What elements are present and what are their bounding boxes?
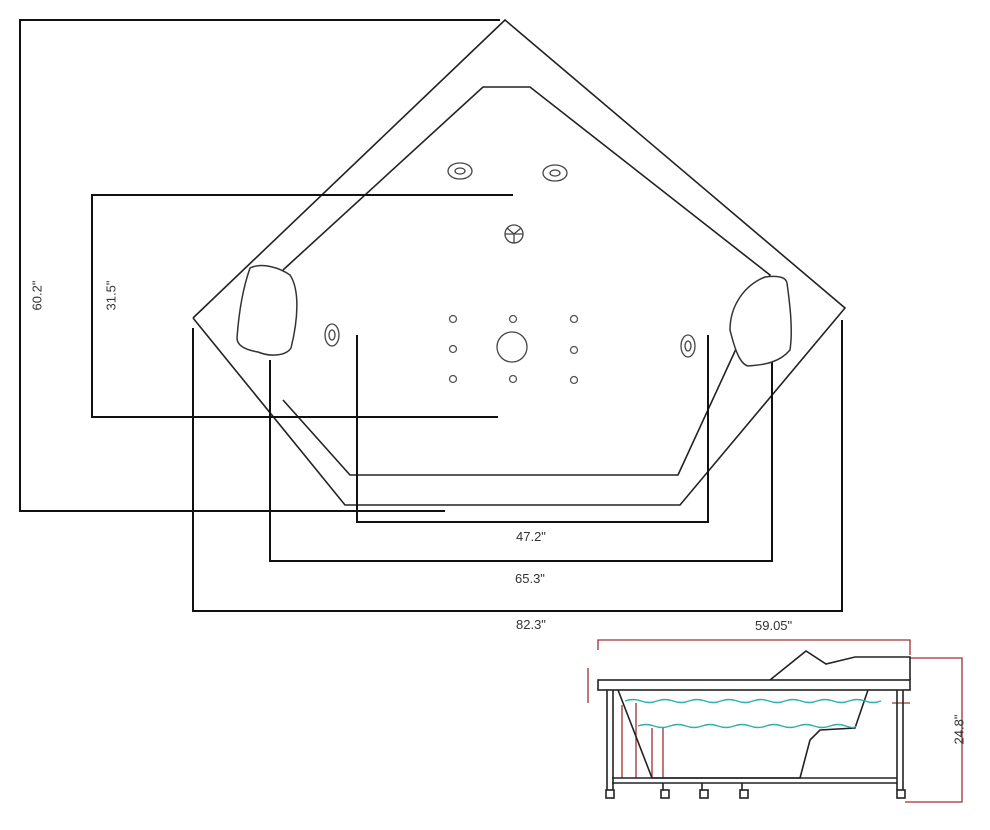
- side-view: [587, 639, 963, 803]
- dim-overall-depth: [19, 19, 500, 512]
- tub-basin: [617, 689, 869, 779]
- inner-rim: [282, 86, 771, 476]
- tub-deck: [597, 679, 911, 691]
- side-jet-icon: [324, 323, 340, 347]
- label-overall-width: 82.3": [516, 617, 546, 632]
- center-jet-icon: [496, 331, 528, 363]
- dim-mid-width: [269, 360, 773, 562]
- label-overall-depth: 60.2": [29, 280, 45, 311]
- tub-feet: [605, 783, 906, 799]
- label-mid-width: 65.3": [515, 571, 545, 586]
- dim-side-height: [905, 657, 963, 803]
- dim-inner-depth: [91, 194, 513, 418]
- side-jet-icon: [680, 334, 696, 358]
- water-line-upper: [624, 698, 882, 704]
- outer-rim: [192, 18, 847, 506]
- side-jet-icon: [447, 162, 473, 180]
- label-side-length: 59.05": [755, 618, 793, 633]
- tub-headrest: [769, 650, 911, 681]
- floor-jets: [448, 314, 579, 385]
- dim-side-length: [597, 639, 911, 655]
- pillows: [236, 264, 792, 367]
- label-side-height: 24.8": [951, 714, 967, 745]
- dimension-lines: [19, 19, 843, 612]
- top-view: [192, 18, 847, 506]
- right-pillow-icon: [729, 275, 792, 367]
- jets: [324, 162, 696, 385]
- drain-grate-icon: [504, 224, 524, 244]
- side-jet-icon: [542, 164, 568, 182]
- water-line-lower: [637, 723, 857, 729]
- left-pillow-icon: [236, 264, 298, 356]
- label-inner-width: 47.2": [516, 529, 546, 544]
- dim-inner-width: [356, 335, 709, 523]
- label-inner-depth: 31.5": [103, 280, 119, 311]
- dim-overall-width: [192, 320, 843, 612]
